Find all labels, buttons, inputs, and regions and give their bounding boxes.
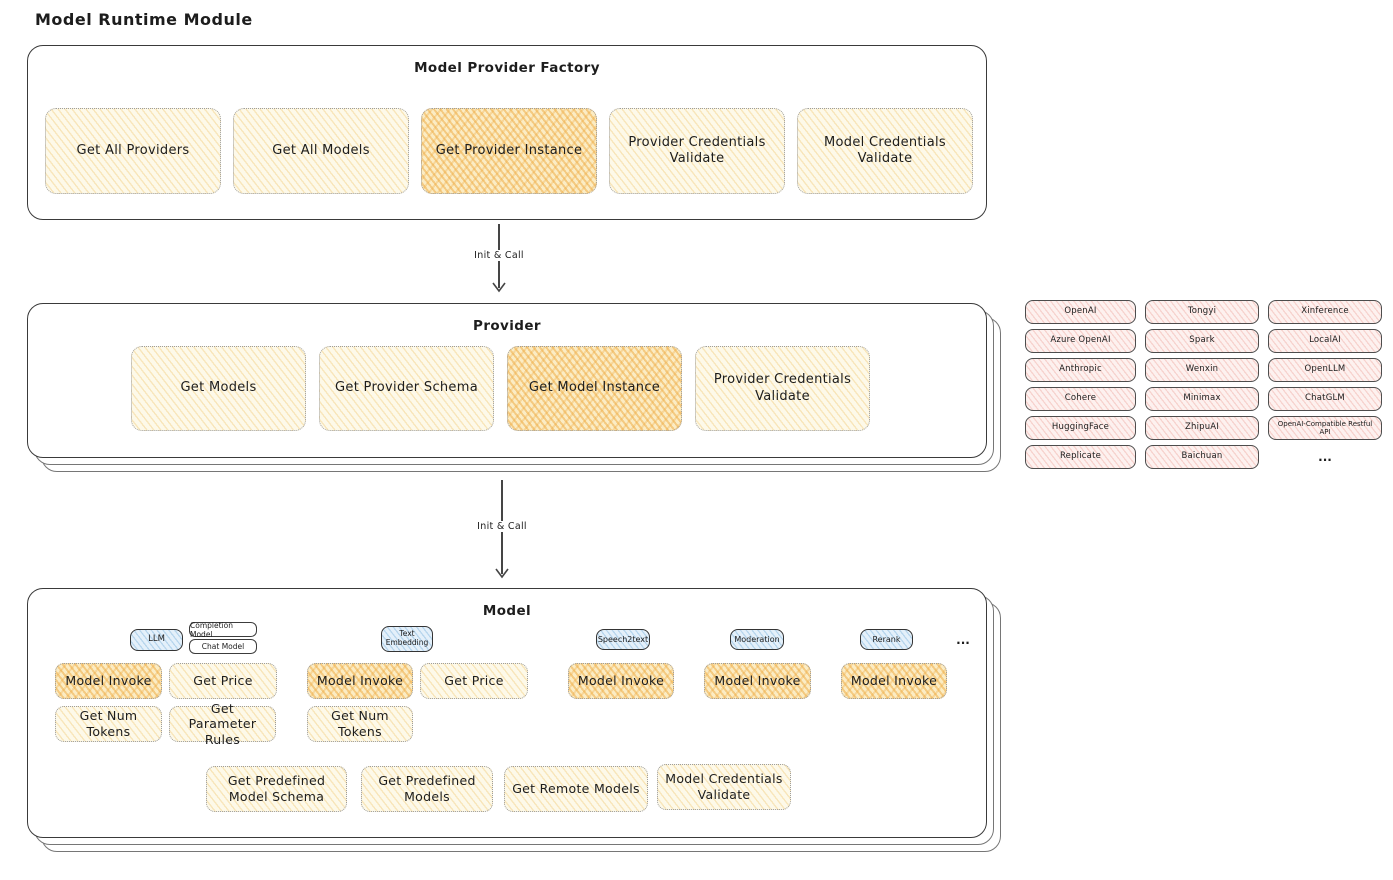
provider-huggingface: HuggingFace (1025, 416, 1136, 440)
node-get-predefined-model-schema: Get Predefined Model Schema (206, 766, 347, 812)
factory-box: Model Provider Factory Get All Providers… (27, 45, 987, 220)
provider-tongyi: Tongyi (1145, 300, 1259, 324)
provider-wenxin: Wenxin (1145, 358, 1259, 382)
model-type-rerank: Rerank (860, 629, 913, 650)
node-provider-credentials-validate: Provider Credentials Validate (609, 108, 785, 194)
node-get-all-providers: Get All Providers (45, 108, 221, 194)
node-get-remote-models: Get Remote Models (504, 766, 648, 812)
provider-box: Provider Get Models Get Provider Schema … (27, 303, 987, 458)
node-llm-get-price: Get Price (169, 663, 277, 699)
arrow-head-icon (492, 282, 506, 293)
node-get-models: Get Models (131, 346, 306, 431)
provider-zhipuai: ZhipuAI (1145, 416, 1259, 440)
model-box: Model LLM Completion Model Chat Model Te… (27, 588, 987, 838)
node-provider-credentials-validate-2: Provider Credentials Validate (695, 346, 870, 431)
node-model-credentials-validate: Model Credentials Validate (797, 108, 973, 194)
provider-openllm: OpenLLM (1268, 358, 1382, 382)
arrow-label: Init & Call (459, 250, 539, 261)
model-types-ellipsis: ... (956, 633, 970, 647)
node-get-all-models: Get All Models (233, 108, 409, 194)
provider-openai: OpenAI (1025, 300, 1136, 324)
provider-anthropic: Anthropic (1025, 358, 1136, 382)
arrow-label: Init & Call (462, 521, 542, 532)
node-moderation-model-invoke: Model Invoke (704, 663, 811, 699)
model-type-speech2text: Speech2text (596, 629, 650, 650)
node-te-model-invoke: Model Invoke (307, 663, 413, 699)
provider-baichuan: Baichuan (1145, 445, 1259, 469)
model-type-text-embedding: Text Embedding (381, 626, 433, 652)
provider-chatglm: ChatGLM (1268, 387, 1382, 411)
provider-spark: Spark (1145, 329, 1259, 353)
diagram-title: Model Runtime Module (35, 10, 253, 29)
tag-completion-model: Completion Model (189, 621, 257, 639)
provider-azure-openai: Azure OpenAI (1025, 329, 1136, 353)
factory-box-title: Model Provider Factory (414, 60, 600, 76)
model-type-moderation: Moderation (730, 629, 784, 650)
provider-localai: LocalAI (1268, 329, 1382, 353)
arrow-head-icon (495, 568, 509, 579)
arrow-provider-to-model: Init & Call (462, 480, 542, 584)
node-get-model-instance: Get Model Instance (507, 346, 682, 431)
providers-ellipsis: ... (1318, 450, 1332, 464)
provider-minimax: Minimax (1145, 387, 1259, 411)
node-llm-get-parameter-rules: Get Parameter Rules (169, 701, 276, 747)
node-s2t-model-invoke: Model Invoke (568, 663, 674, 699)
model-box-title: Model (482, 603, 532, 619)
provider-openai-compatible-restful-api: OpenAI-Compatible Restful API (1268, 416, 1382, 440)
provider-replicate: Replicate (1025, 445, 1136, 469)
tag-chat-model: Chat Model (189, 639, 257, 654)
node-get-predefined-models: Get Predefined Models (361, 766, 493, 812)
node-get-provider-schema: Get Provider Schema (319, 346, 494, 431)
provider-cohere: Cohere (1025, 387, 1136, 411)
node-rerank-model-invoke: Model Invoke (841, 663, 947, 699)
node-te-get-price: Get Price (420, 663, 528, 699)
node-model-credentials-validate-2: Model Credentials Validate (657, 764, 791, 810)
provider-xinference: Xinference (1268, 300, 1382, 324)
arrow-factory-to-provider: Init & Call (459, 224, 539, 298)
node-te-get-num-tokens: Get Num Tokens (307, 706, 413, 742)
provider-box-title: Provider (473, 318, 541, 334)
node-llm-model-invoke: Model Invoke (55, 663, 162, 699)
node-llm-get-num-tokens: Get Num Tokens (55, 706, 162, 742)
model-type-llm: LLM (130, 629, 183, 651)
node-get-provider-instance: Get Provider Instance (421, 108, 597, 194)
providers-grid: OpenAI Tongyi Xinference Azure OpenAI Sp… (1025, 300, 1383, 469)
